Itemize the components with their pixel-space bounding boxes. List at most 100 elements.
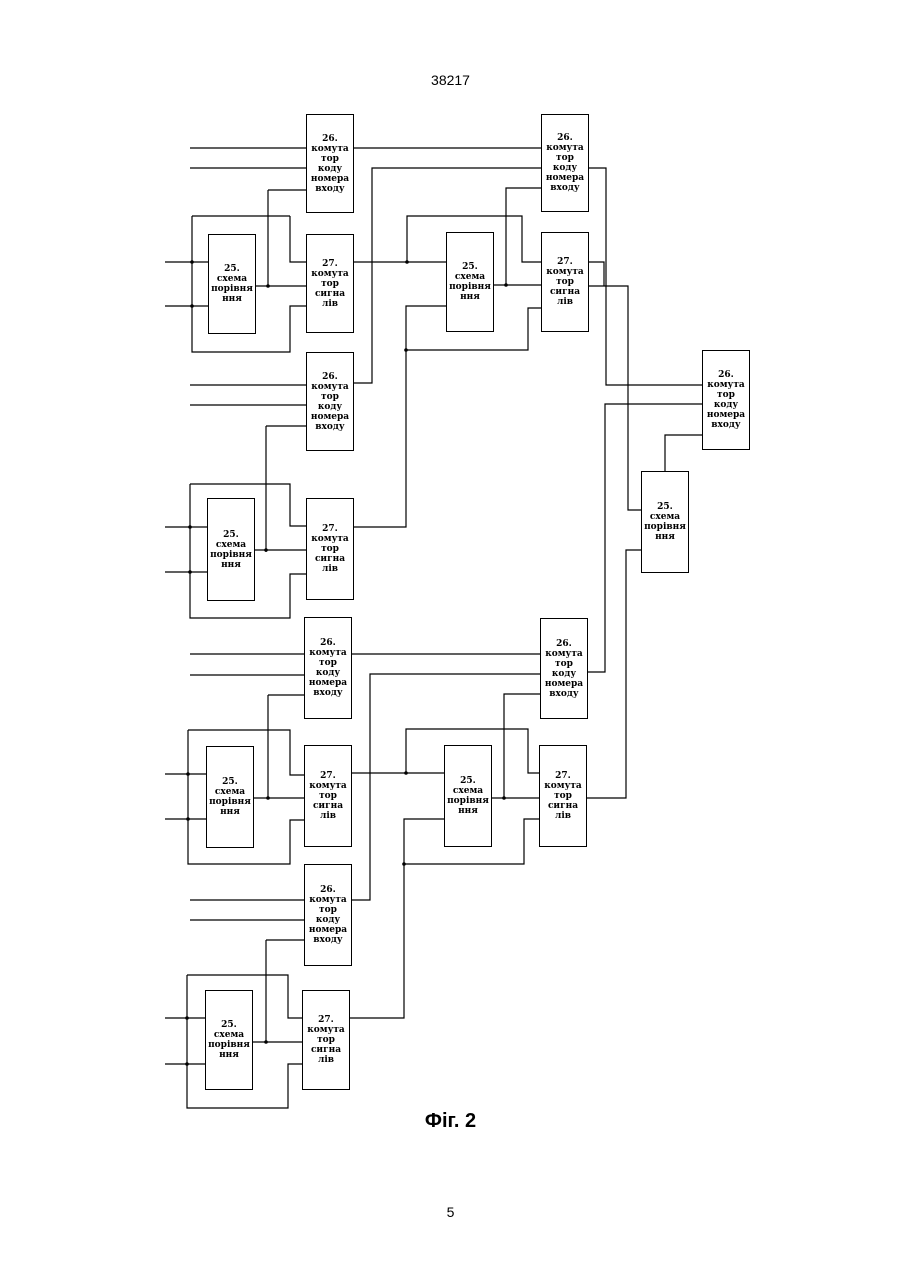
block-c1-26a: 26.комутаторкодуномеравходу [306,114,354,213]
block-label: 26.комутаторкодуномеравходу [311,372,349,432]
wire [354,306,446,527]
block-text-line: ння [222,294,242,304]
wire [504,694,540,798]
block-text-line: номера [311,174,349,184]
page-number: 5 [0,1204,901,1220]
block-number: 27. [320,771,336,781]
block-text-line: входу [315,422,344,432]
block-c1-27b: 27.комутаторсигналів [306,498,354,600]
block-text-line: лів [322,299,338,309]
block-label: 25.схемапорівняння [211,264,253,304]
block-label: 25.схемапорівняння [449,262,491,302]
block-text-line: тор [717,390,735,400]
block-text-line: лів [320,811,336,821]
block-text-line: тор [556,277,574,287]
block-number: 26. [557,133,573,143]
block-c2-26a: 26.комутаторкодуномеравходу [541,114,589,212]
block-number: 25. [460,776,476,786]
block-text-line: тор [556,153,574,163]
block-number: 27. [557,257,573,267]
block-text-line: сигна [313,801,343,811]
junction-dot [190,260,194,264]
block-label: 25.схемапорівняння [209,777,251,817]
block-text-line: входу [550,183,579,193]
block-text-line: номера [707,410,745,420]
block-number: 27. [318,1015,334,1025]
junction-dot [186,772,190,776]
junction-dot [264,548,268,552]
block-text-line: сигна [311,1045,341,1055]
junction-dot [402,862,406,866]
junction-dot [190,304,194,308]
block-text-line: номера [309,925,347,935]
block-label: 26.комутаторкодуномеравходу [311,134,349,194]
wire [589,286,641,510]
block-c2-26b: 26.комутаторкодуномеравходу [540,618,588,719]
block-number: 25. [223,530,239,540]
block-number: 27. [322,259,338,269]
block-text-line: коду [318,164,342,174]
block-text-line: ння [221,560,241,570]
block-text-line: схема [455,272,485,282]
block-text-line: комута [311,269,349,279]
junction-dot [264,1040,268,1044]
block-text-line: тор [321,154,339,164]
block-label: 26.комутаторкодуномеравходу [309,638,347,698]
block-number: 27. [322,524,338,534]
block-text-line: коду [552,669,576,679]
junction-dot [404,348,408,352]
block-number: 25. [222,777,238,787]
block-text-line: лів [322,564,338,574]
block-text-line: комута [545,649,583,659]
block-text-line: тор [321,544,339,554]
junction-dot [185,1016,189,1020]
block-label: 26.комутаторкодуномеравходу [309,885,347,945]
junction-dot [266,284,270,288]
wire [589,262,604,286]
block-label: 27.комутаторсигналів [546,257,584,307]
block-text-line: комута [311,382,349,392]
block-text-line: ння [458,806,478,816]
block-text-line: тор [317,1035,335,1045]
block-text-line: лів [318,1055,334,1065]
block-text-line: схема [215,787,245,797]
block-text-line: схема [216,540,246,550]
block-text-line: сигна [548,801,578,811]
block-label: 26.комутаторкодуномеравходу [546,133,584,193]
block-text-line: ння [219,1050,239,1060]
block-text-line: тор [321,279,339,289]
block-text-line: коду [714,400,738,410]
junction-dot [186,817,190,821]
block-text-line: номера [546,173,584,183]
block-text-line: ння [460,292,480,302]
block-label: 25.схемапорівняння [210,530,252,570]
block-text-line: схема [214,1030,244,1040]
block-text-line: комута [546,143,584,153]
block-text-line: лів [557,297,573,307]
block-c1-27c: 27.комутаторсигналів [304,745,352,847]
block-number: 27. [555,771,571,781]
block-text-line: порівня [447,796,489,806]
block-text-line: порівня [209,797,251,807]
block-text-line: комута [546,267,584,277]
junction-dot [405,260,409,264]
block-number: 26. [320,638,336,648]
block-text-line: номера [311,412,349,422]
block-number: 25. [657,502,673,512]
block-c2-27b: 27.комутаторсигналів [539,745,587,847]
block-text-line: комута [311,144,349,154]
block-label: 25.схемапорівняння [208,1020,250,1060]
block-text-line: тор [321,392,339,402]
junction-dot [185,1062,189,1066]
block-text-line: входу [313,688,342,698]
block-text-line: тор [555,659,573,669]
junction-dot [404,771,408,775]
block-label: 27.комутаторсигналів [311,259,349,309]
block-number: 26. [718,370,734,380]
block-text-line: коду [316,915,340,925]
block-text-line: номера [545,679,583,689]
junction-dot [188,525,192,529]
block-text-line: входу [315,184,344,194]
figure-caption: Фіг. 2 [0,1110,901,1133]
block-text-line: порівня [208,1040,250,1050]
